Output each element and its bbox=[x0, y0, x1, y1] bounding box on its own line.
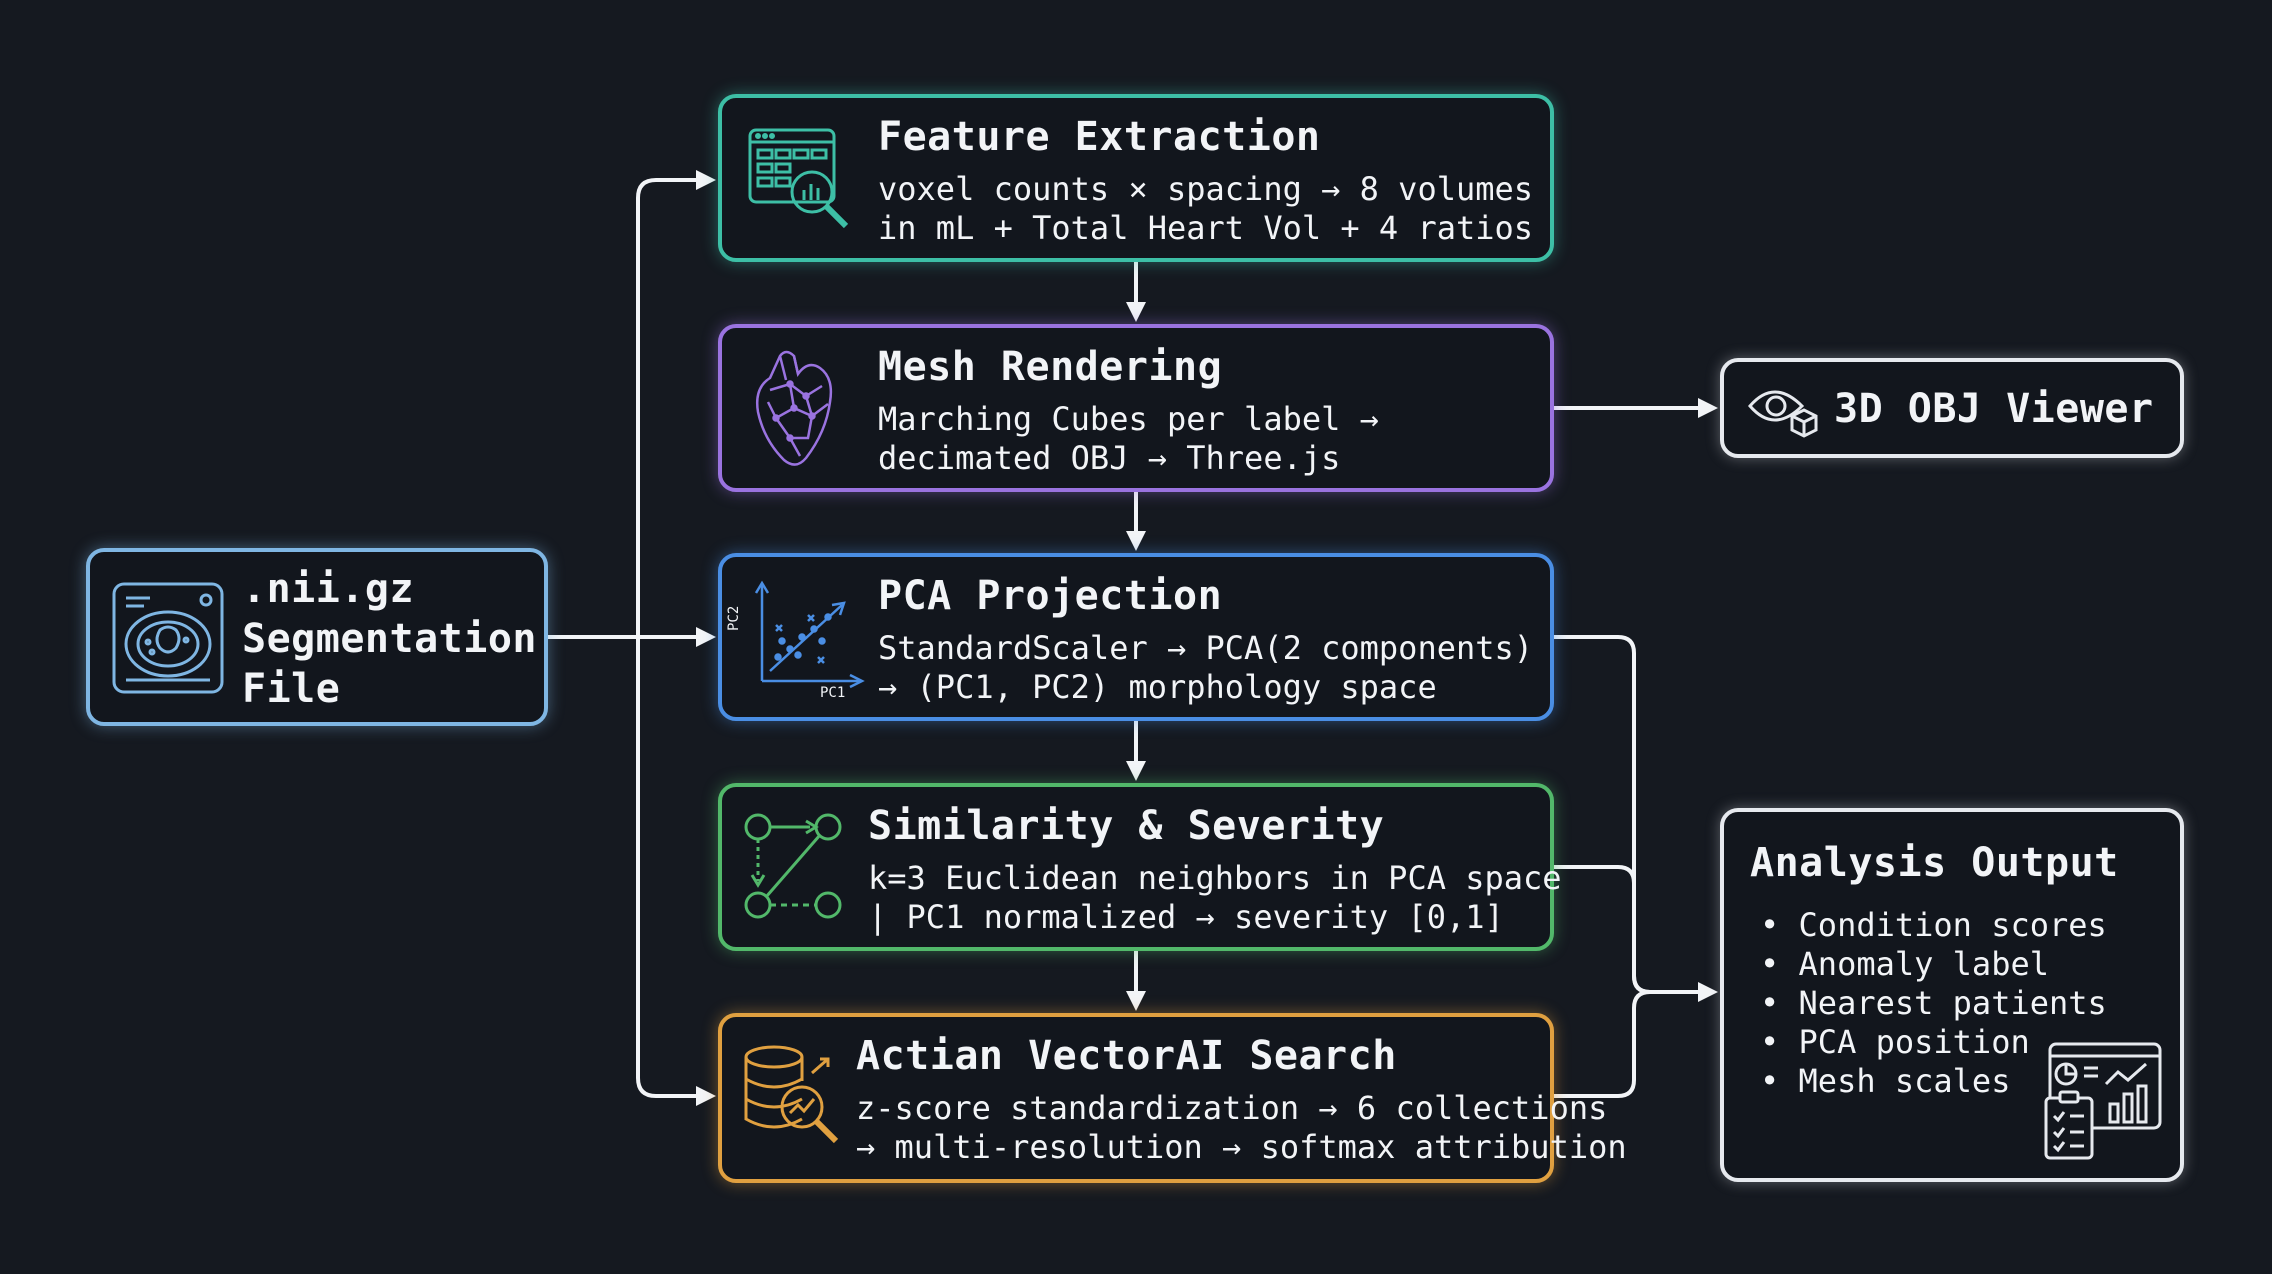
output-item-label: Anomaly label bbox=[1798, 945, 2049, 983]
heart-mesh-icon bbox=[756, 350, 833, 466]
input-title-line-1: .nii.gz bbox=[242, 566, 415, 612]
analysis-output-node: Analysis Output • Condition scores • Ano… bbox=[1720, 808, 2184, 1182]
output-item-label: Mesh scales bbox=[1798, 1062, 2011, 1100]
similarity-desc-line-2: | PC1 normalized → severity [0,1] bbox=[868, 898, 1504, 936]
input-title-line-2: Segmentation bbox=[242, 616, 537, 662]
search-desc-line-2: → multi-resolution → softmax attribution bbox=[856, 1128, 1627, 1166]
bullet: • bbox=[1760, 906, 1780, 944]
connector-input-to-search bbox=[620, 635, 716, 1106]
mesh-title: Mesh Rendering bbox=[878, 344, 1223, 390]
similarity-desc-line-1: k=3 Euclidean neighbors in PCA space bbox=[868, 859, 1562, 897]
database-search-icon bbox=[744, 1045, 839, 1144]
viewer-title: 3D OBJ Viewer bbox=[1834, 386, 2154, 432]
bullet: • bbox=[1760, 984, 1780, 1022]
output-item-5: • Mesh scales bbox=[1760, 1062, 2010, 1100]
search-title: Actian VectorAI Search bbox=[856, 1033, 1397, 1079]
mesh-rendering-node: Mesh Rendering Marching Cubes per label … bbox=[718, 324, 1554, 492]
bullet: • bbox=[1760, 1062, 1780, 1100]
feature-extraction-node: Feature Extraction voxel counts × spacin… bbox=[718, 94, 1554, 262]
similarity-severity-node: Similarity & Severity k=3 Euclidean neig… bbox=[718, 783, 1562, 951]
graph-nodes-icon bbox=[744, 813, 842, 919]
vector-search-node: Actian VectorAI Search z-score standardi… bbox=[718, 1013, 1627, 1183]
feature-title: Feature Extraction bbox=[878, 114, 1321, 160]
output-item-2: • Anomaly label bbox=[1760, 945, 2049, 983]
similarity-title: Similarity & Severity bbox=[868, 803, 1385, 849]
scatter-plot-icon bbox=[754, 580, 865, 689]
connector-input-to-feature bbox=[620, 170, 716, 639]
output-item-label: Condition scores bbox=[1798, 906, 2107, 944]
bullet: • bbox=[1760, 1023, 1780, 1061]
connector-search-to-output bbox=[1554, 990, 1651, 1098]
mesh-desc-line-2: decimated OBJ → Three.js bbox=[878, 439, 1341, 477]
feature-desc-line-2: in mL + Total Heart Vol + 4 ratios bbox=[878, 209, 1534, 247]
output-item-label: PCA position bbox=[1798, 1023, 2030, 1061]
connector-similarity-to-output bbox=[1554, 865, 1651, 994]
pca-axis-x-label: PC1 bbox=[820, 685, 846, 701]
output-title: Analysis Output bbox=[1750, 840, 2119, 886]
feature-desc-line-1: voxel counts × spacing → 8 volumes bbox=[878, 170, 1534, 208]
input-node: .nii.gz Segmentation File bbox=[86, 548, 548, 726]
scan-icon bbox=[112, 582, 224, 694]
eye-cube-icon bbox=[1748, 390, 1818, 438]
dashboard-report-icon bbox=[2044, 1042, 2162, 1160]
output-item-1: • Condition scores bbox=[1760, 906, 2107, 944]
bullet: • bbox=[1760, 945, 1780, 983]
output-item-label: Nearest patients bbox=[1798, 984, 2107, 1022]
obj-viewer-node: 3D OBJ Viewer bbox=[1720, 358, 2184, 458]
pca-desc-line-2: → (PC1, PC2) morphology space bbox=[878, 668, 1437, 706]
table-search-icon bbox=[748, 128, 849, 229]
output-item-3: • Nearest patients bbox=[1760, 984, 2107, 1022]
output-item-4: • PCA position bbox=[1760, 1023, 2030, 1061]
search-desc-line-1: z-score standardization → 6 collections bbox=[856, 1089, 1608, 1127]
pca-desc-line-1: StandardScaler → PCA(2 components) bbox=[878, 629, 1534, 667]
input-title-line-3: File bbox=[242, 666, 341, 712]
mesh-desc-line-1: Marching Cubes per label → bbox=[878, 400, 1379, 438]
pca-title: PCA Projection bbox=[878, 573, 1223, 619]
pca-axis-y-label: PC2 bbox=[726, 605, 742, 631]
pca-projection-node: PC2 PC1 PCA Projection StandardScaler → … bbox=[718, 553, 1554, 721]
